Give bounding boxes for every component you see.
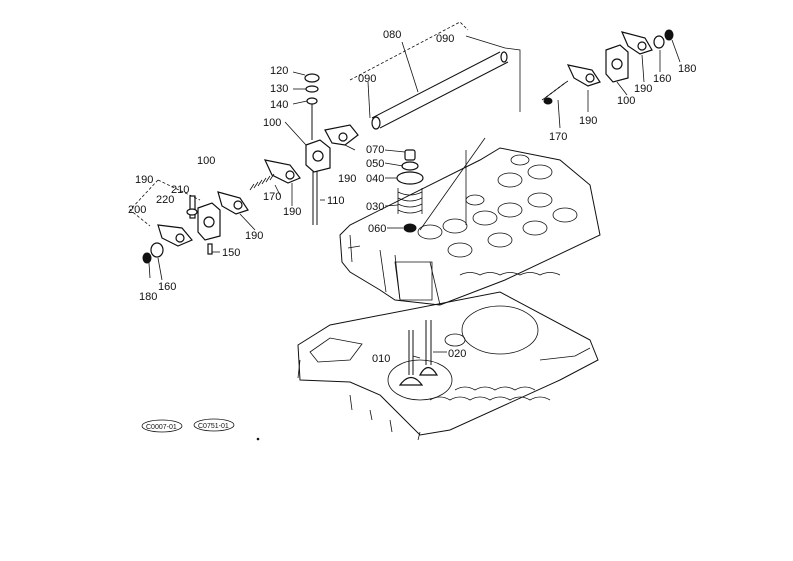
part-number-labels: 080 090 090 120 130 140 100 190 070 050 … — [128, 29, 696, 365]
label-160-left: 160 — [158, 281, 176, 293]
label-160-right: 160 — [653, 73, 671, 85]
label-190-d: 190 — [245, 230, 263, 242]
label-190-b: 190 — [135, 174, 153, 186]
label-190-a: 190 — [338, 173, 356, 185]
label-210: 210 — [171, 184, 189, 196]
valve-intake — [418, 320, 439, 376]
label-020: 020 — [448, 348, 466, 360]
label-010: 010 — [372, 353, 390, 365]
label-100-left: 100 — [197, 155, 215, 167]
reference-tag-2: C0751-01 — [198, 423, 229, 430]
label-030: 030 — [366, 201, 384, 213]
label-060: 060 — [368, 223, 386, 235]
rocker-shaft — [371, 51, 509, 130]
label-200: 200 — [128, 204, 146, 216]
valve-spring-assembly — [396, 149, 424, 233]
label-090-top: 090 — [436, 33, 454, 45]
label-150: 150 — [222, 247, 240, 259]
label-170-right: 170 — [549, 131, 567, 143]
label-140: 140 — [270, 99, 288, 111]
label-110: 110 — [327, 195, 345, 207]
label-050: 050 — [366, 158, 384, 170]
label-190-f: 190 — [634, 83, 652, 95]
rocker-arm-group-right — [541, 29, 674, 105]
label-220: 220 — [156, 194, 174, 206]
stray-dot — [256, 437, 260, 441]
label-180-left: 180 — [139, 291, 157, 303]
valve-exhaust — [398, 330, 424, 386]
reference-tags: C0007-01 C0751-01 — [141, 418, 235, 433]
label-080: 080 — [383, 29, 401, 41]
cylinder-head-illustration — [339, 147, 601, 306]
label-170-left: 170 — [263, 191, 281, 203]
cylinder-block-illustration — [297, 291, 599, 441]
label-190-c: 190 — [283, 206, 301, 218]
label-190-e: 190 — [579, 115, 597, 127]
label-130: 130 — [270, 83, 288, 95]
reference-tag-1: C0007-01 — [146, 424, 177, 431]
label-100-right: 100 — [617, 95, 635, 107]
label-120: 120 — [270, 65, 288, 77]
label-090-mid: 090 — [358, 73, 376, 85]
label-100-mid: 100 — [263, 117, 281, 129]
label-180-right: 180 — [678, 63, 696, 75]
rocker-arm-group-left — [142, 73, 359, 264]
label-070: 070 — [366, 144, 384, 156]
leader-lines — [129, 21, 681, 359]
label-040: 040 — [366, 173, 384, 185]
